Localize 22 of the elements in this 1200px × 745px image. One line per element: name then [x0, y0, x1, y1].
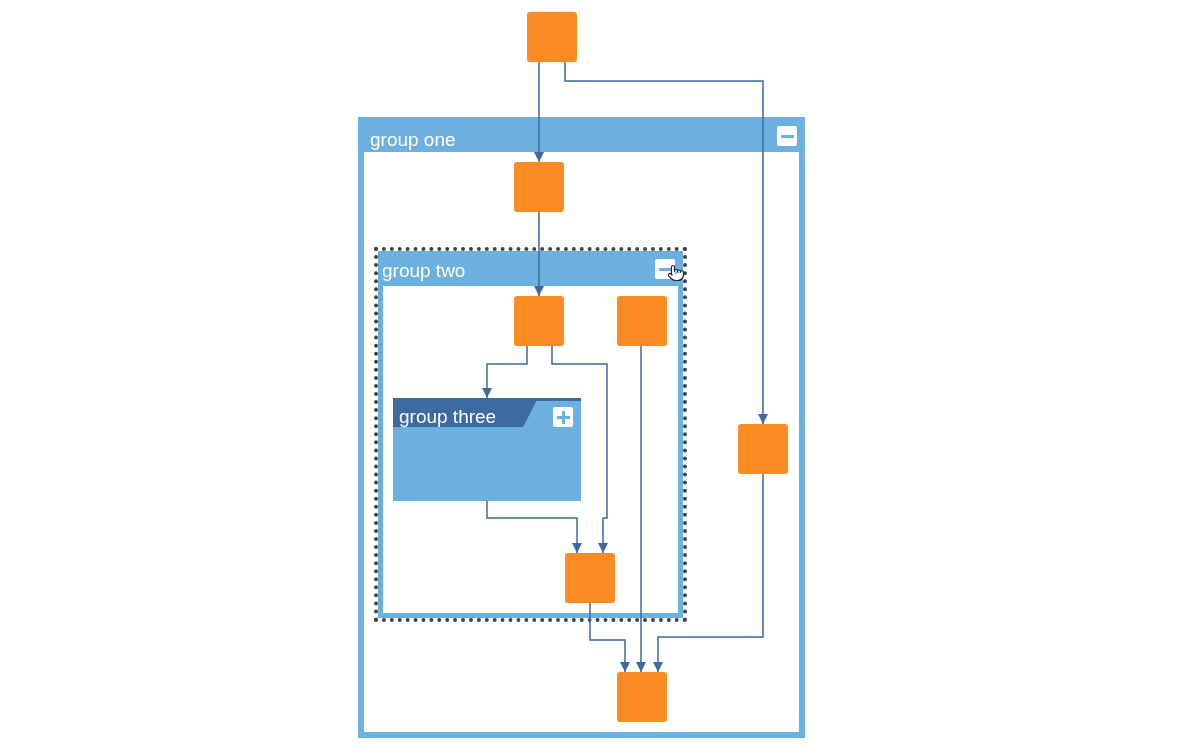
connector-arrow: [534, 61, 544, 163]
group-container: [358, 117, 805, 738]
process-box: [527, 12, 577, 62]
process-box: [514, 162, 564, 212]
process-box: [617, 296, 667, 346]
process-box: [738, 424, 788, 474]
connector-arrow: [589, 602, 630, 673]
collapsed-group: [393, 398, 581, 501]
connector-arrow: [486, 500, 582, 554]
group-title: group one: [370, 128, 456, 152]
group-title: group two: [382, 259, 466, 283]
connector-arrow: [534, 211, 544, 297]
group-title: group three: [399, 405, 497, 429]
process-box: [514, 296, 564, 346]
connector-arrow: [482, 345, 528, 399]
connector-arrow: [564, 61, 768, 425]
connector-arrow: [636, 345, 646, 673]
process-box: [565, 553, 615, 603]
process-box: [617, 672, 667, 722]
connector-arrow: [551, 345, 608, 554]
connector-arrow: [653, 473, 764, 673]
selected-group-container: [374, 247, 687, 622]
